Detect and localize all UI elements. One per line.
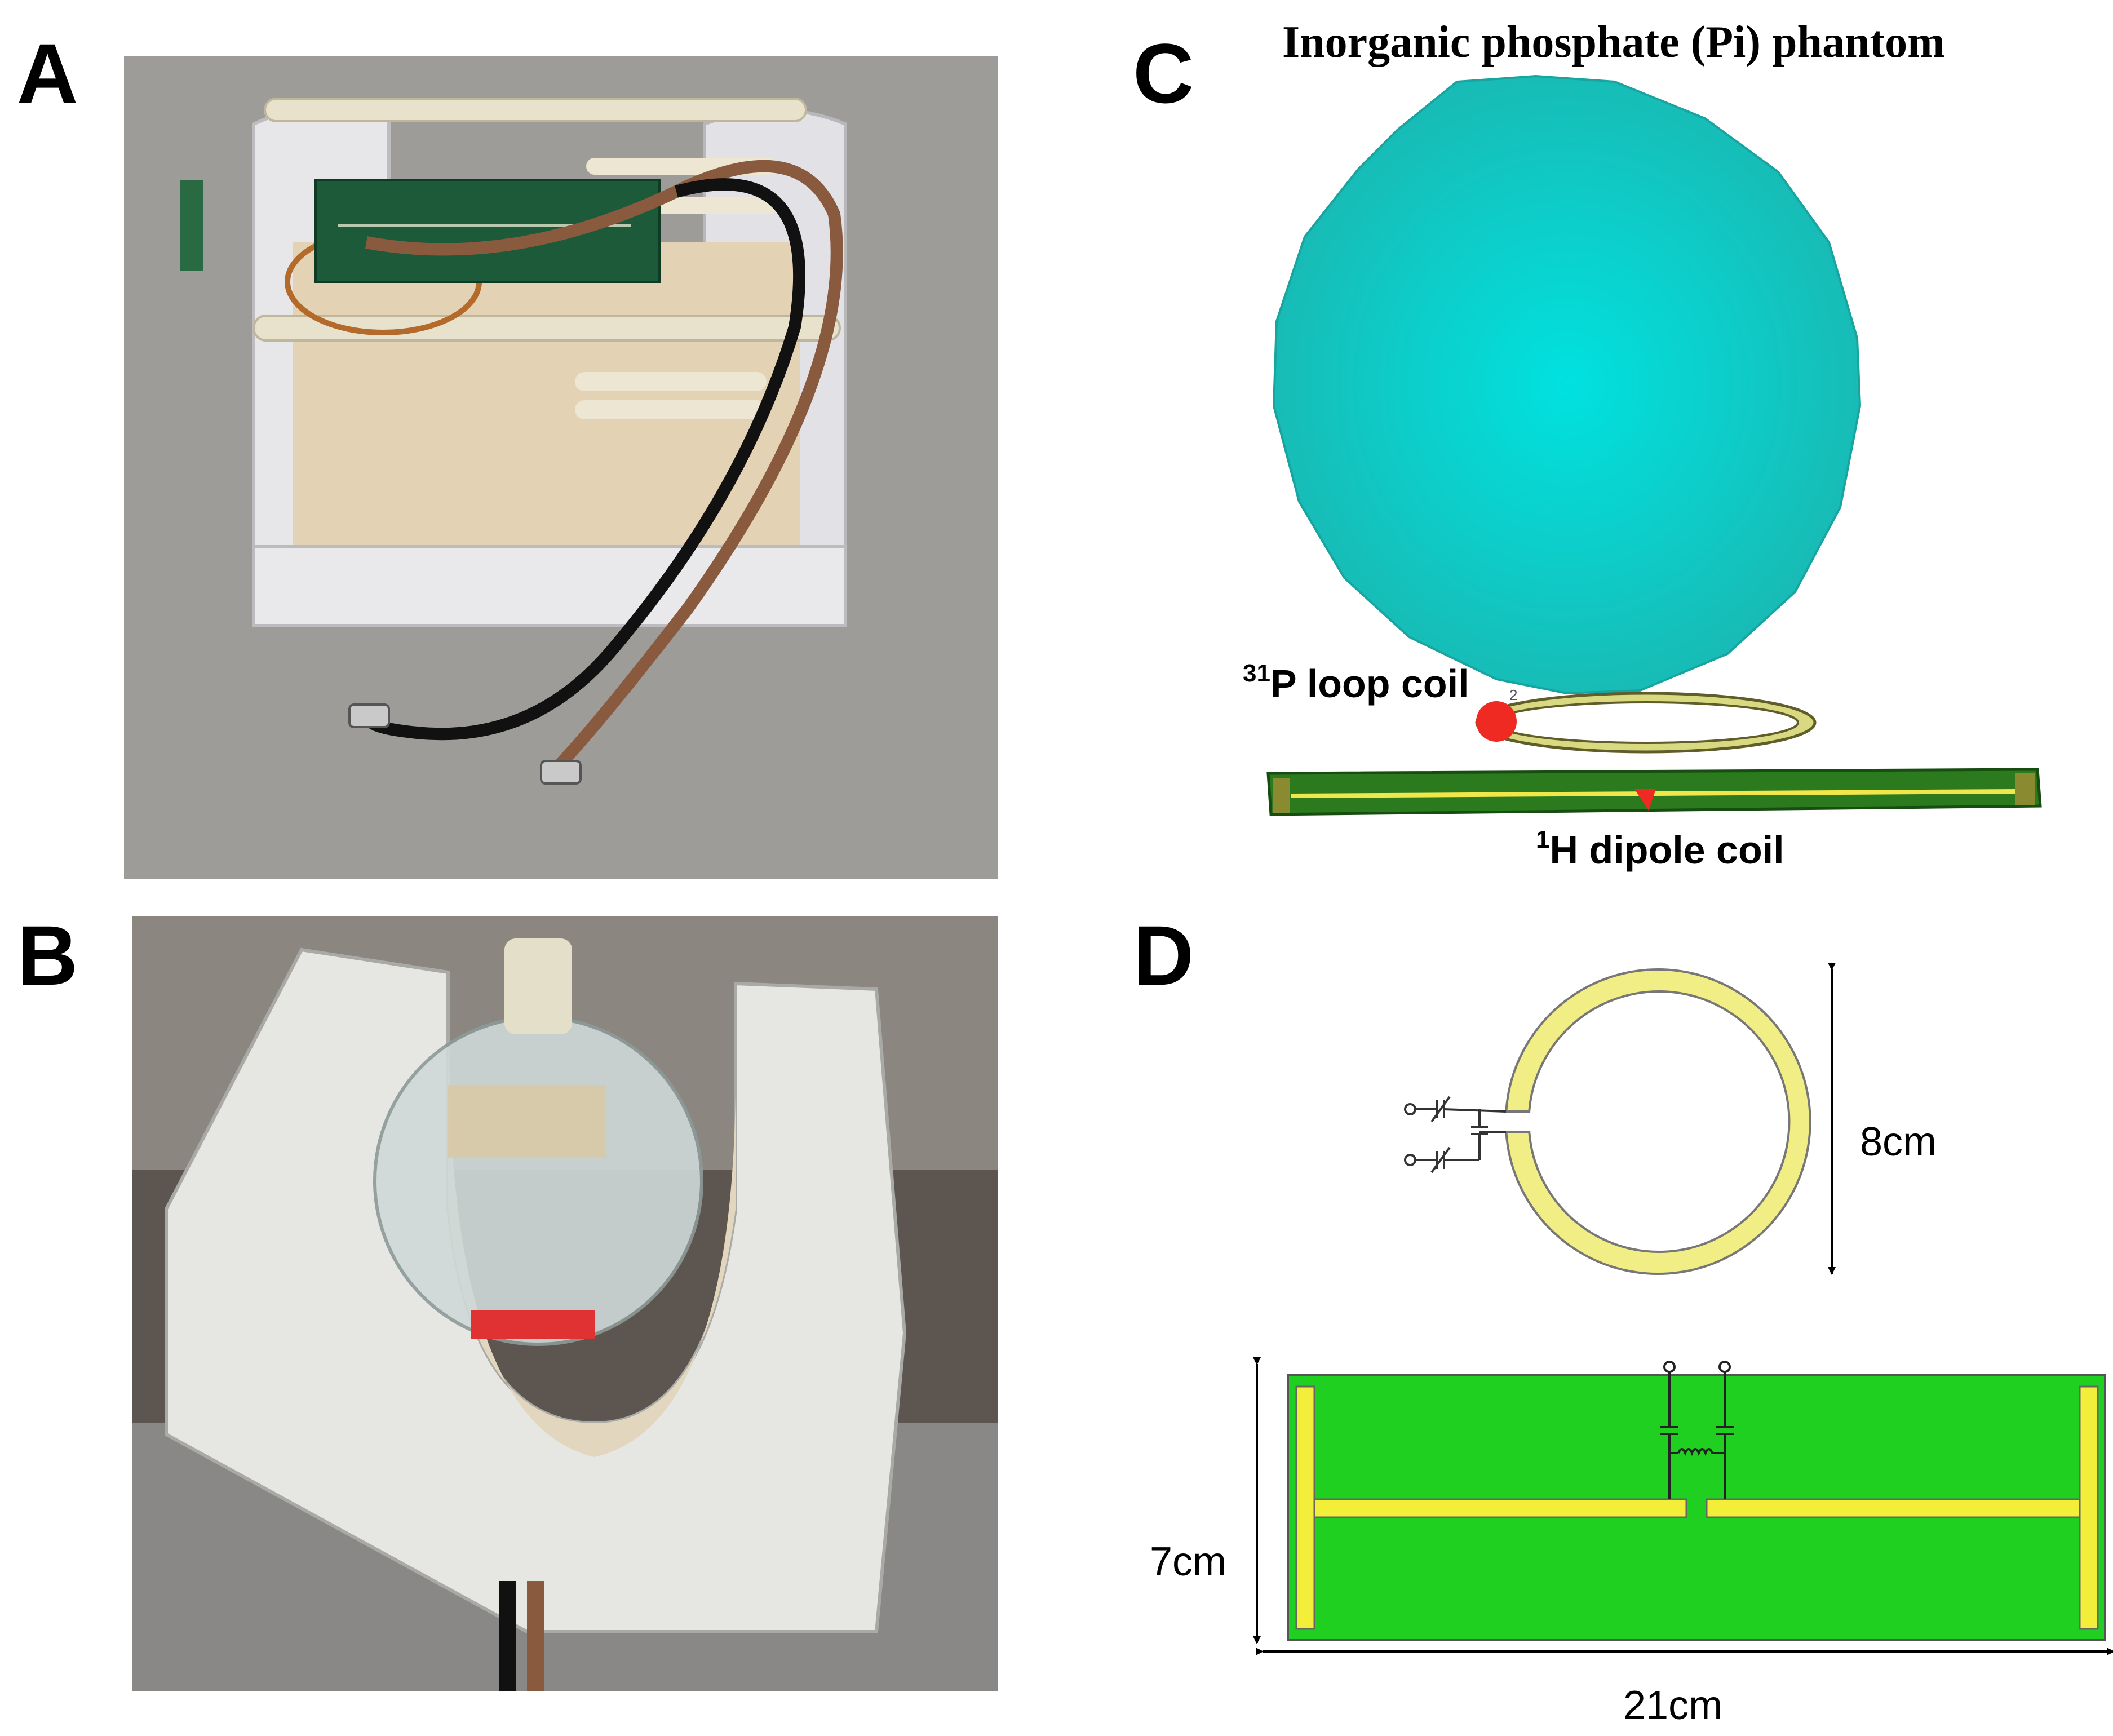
simulation-model: 2: [1266, 74, 2042, 816]
dipole-feed-port: [1634, 789, 1656, 811]
panel-letter-c: C: [1133, 26, 1194, 121]
phantom-title: Inorganic phosphate (Pi) phantom: [1282, 17, 1945, 67]
loop-feed-port: [1476, 701, 1517, 742]
dipole-matching-network: [1660, 1361, 1734, 1499]
p31-loop-coil-label: 31P loop coil: [1243, 659, 1469, 706]
h1-dipole-coil-label: 1H dipole coil: [1536, 826, 1784, 872]
panel-letter-d: D: [1133, 908, 1194, 1003]
loop-diameter-label: 8cm: [1860, 1119, 1937, 1164]
svg-text:2: 2: [1509, 687, 1517, 703]
board-width-label: 21cm: [1623, 1683, 1723, 1728]
coil-holder-drawing: [180, 98, 847, 785]
panel-letter-a: A: [17, 26, 78, 121]
panel-letter-b: B: [17, 908, 78, 1003]
photo-phantom-in-holder: [132, 916, 998, 1691]
photo-coil-holder: [124, 56, 998, 879]
loop-matching-network: [1404, 1096, 1507, 1173]
p31-loop-schematic: [1505, 968, 1811, 1275]
phosphate-phantom-sphere: [1272, 74, 1862, 695]
phantom-holder-drawing: [132, 916, 998, 1691]
board-height-label: 7cm: [1150, 1539, 1227, 1584]
h1-dipole-schematic: [1287, 1374, 2106, 1641]
coil-schematics: [1253, 963, 2113, 1655]
